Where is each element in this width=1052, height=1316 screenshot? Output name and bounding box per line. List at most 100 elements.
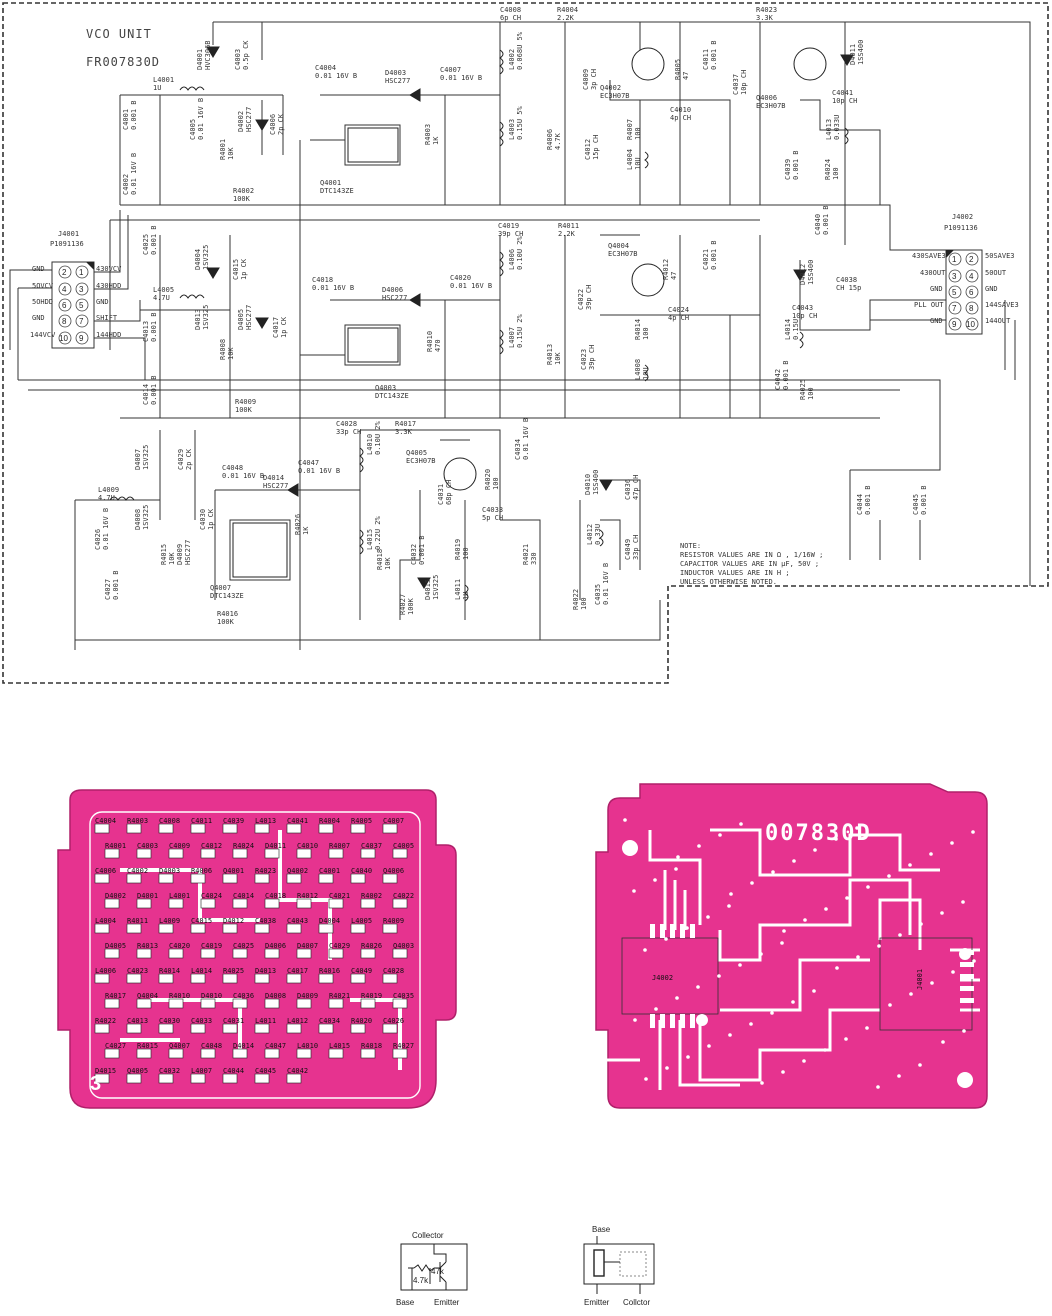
pcb-via (962, 1029, 966, 1033)
coil-l4011-icon (464, 584, 469, 602)
component-ref: R4017 (395, 420, 416, 428)
j4001-pin-n8: 10 (59, 334, 68, 343)
component-ref: L4012 (586, 524, 594, 545)
pcb-via (685, 926, 689, 930)
pcb-pad (136, 998, 152, 1009)
pcb-ref-label: Q4005 (127, 1067, 148, 1075)
pcb-ref-label: R4006 (191, 867, 212, 875)
pcb-pad (94, 873, 110, 884)
pcb-via (855, 826, 859, 830)
pcb-via (632, 889, 636, 893)
pcb-ref-label: Q4003 (393, 942, 414, 950)
component-ref: R4007 (626, 119, 634, 140)
connector-j4001: J4001 P1091136 2 1 4 3 6 5 8 7 10 9 GND … (30, 230, 122, 349)
unit-part-number: FR007830D (86, 55, 160, 69)
pcb-ref-label: Q4002 (287, 867, 308, 875)
component-ref: L4003 (508, 119, 516, 140)
pcb-ref-label: Q4006 (383, 867, 404, 875)
component-value: 10K (554, 352, 562, 365)
component-value: 0.01 16V B (222, 472, 264, 480)
pcb-pad (94, 923, 110, 934)
component-ref: C4013 (142, 321, 150, 342)
pcb-via (940, 911, 944, 915)
pcb-pad (392, 898, 408, 909)
component-ref: C4045 (912, 494, 920, 515)
component-ref: R4020 (484, 469, 492, 490)
diode-d4010-icon (599, 479, 613, 491)
pcb-pad (382, 873, 398, 884)
pcb-solder-side: 007830D J4002 J4001 (595, 783, 988, 1109)
pcb-pad (158, 873, 174, 884)
pcb-pad (392, 948, 408, 959)
pcb-pad (286, 923, 302, 934)
component-value: 6p CH (500, 14, 521, 22)
component-value: 39p CH (588, 345, 596, 370)
pcb-ref-label: L4010 (297, 1042, 318, 1050)
pcb-ref-label: D4001 (137, 892, 158, 900)
coil-l4007-icon (499, 329, 504, 355)
pcb-pad (360, 848, 376, 859)
pcb-ref-label: C4005 (393, 842, 414, 850)
pcb-pad (318, 873, 334, 884)
component-ref: C4036 (624, 479, 632, 500)
component-ref: C4028 (336, 420, 357, 428)
transistor-q4005-symbol (443, 457, 477, 491)
j4001-left-pin-3: GND (32, 314, 45, 322)
note-line-1: RESISTOR VALUES ARE IN Ω , 1/16W ; (680, 551, 823, 559)
pcb-via (929, 852, 933, 856)
pcb-via (718, 833, 722, 837)
component-ref: C4037 (732, 74, 740, 95)
pcb-pad (254, 923, 270, 934)
component-ref: C4017 (272, 317, 280, 338)
component-ref: D4002 (237, 111, 245, 132)
legend-pkg-base-label: Base (592, 1225, 611, 1234)
pcb-via (877, 944, 881, 948)
component-ref: R4003 (424, 124, 432, 145)
component-ref: R4016 (217, 610, 238, 618)
component-ref: Q4006 (756, 94, 777, 102)
pcb-via (824, 907, 828, 911)
component-value: 4p CH (670, 114, 691, 122)
j4002-pin-n5: 6 (969, 288, 974, 297)
pcb-ref-label: C4026 (383, 1017, 404, 1025)
component-value: 10p CH (740, 70, 748, 95)
pcb-ref-label: R4015 (137, 1042, 158, 1050)
pcb-ref-label: R4010 (169, 992, 190, 1000)
legend-pkg-collector-label: Collctor (623, 1298, 650, 1307)
component-ref: C4049 (624, 539, 632, 560)
j4002-right-pin-2: GND (985, 285, 998, 293)
component-ref: L4013 (825, 119, 833, 140)
pcb-pad (232, 848, 248, 859)
component-ref: R4005 (674, 59, 682, 80)
component-ref: L4007 (508, 327, 516, 348)
component-value: 0.001 B (130, 100, 138, 130)
pcb-via (781, 1070, 785, 1074)
pcb-pad (392, 1048, 408, 1059)
pcb-pad (254, 873, 270, 884)
pcb-ref-label: L4007 (191, 1067, 212, 1075)
pcb-pad (264, 1048, 280, 1059)
pcb-pad (360, 898, 376, 909)
component-ref: L4008 (634, 359, 642, 380)
pcb-via (750, 881, 754, 885)
pcb-via (961, 900, 965, 904)
pcb-ref-label: C4007 (383, 817, 404, 825)
pcb-pad (382, 973, 398, 984)
pcb-via (674, 867, 678, 871)
pcb-ref-label: R4003 (127, 817, 148, 825)
pcb-via (802, 1059, 806, 1063)
component-value: 4.7U (98, 494, 115, 502)
component-ref: C4005 (189, 119, 197, 140)
